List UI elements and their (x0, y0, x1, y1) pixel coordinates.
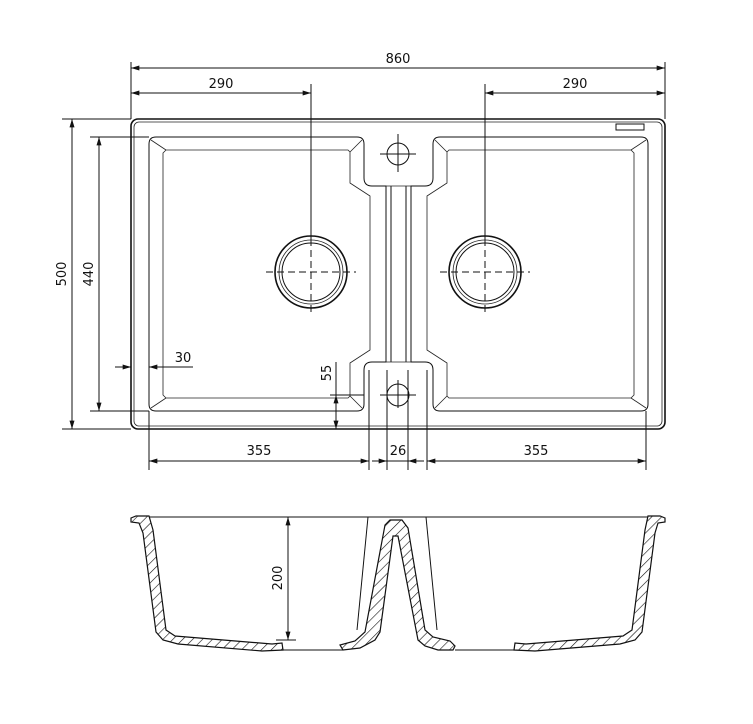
section-view: 200 (130, 515, 666, 652)
left-wall-section (130, 515, 284, 652)
dim-right-drain-offset: 290 (563, 77, 588, 92)
dim-right-bowl-width: 355 (524, 444, 549, 459)
sink-outer-rim (130, 118, 666, 430)
dim-left-drain-offset: 290 (209, 77, 234, 92)
right-bowl (410, 136, 649, 412)
center-divider-section (339, 519, 456, 651)
left-bowl (148, 136, 387, 412)
overflow-slot (615, 123, 645, 131)
dim-left-bowl-width: 355 (247, 444, 272, 459)
dim-overall-depth: 500 (55, 262, 70, 287)
top-view (130, 118, 666, 430)
dimensions-top: 860 290 290 500 440 30 55 (55, 52, 666, 470)
dim-rim-margin: 30 (175, 351, 192, 366)
dim-bowl-height: 200 (271, 566, 286, 591)
right-wall-section (513, 515, 666, 652)
dim-bridge-width: 26 (390, 444, 407, 459)
dim-bridge-drop: 55 (320, 365, 335, 382)
dim-overall-width: 860 (386, 52, 411, 67)
dim-bowl-depth: 440 (82, 262, 97, 287)
center-bridge (386, 185, 411, 363)
